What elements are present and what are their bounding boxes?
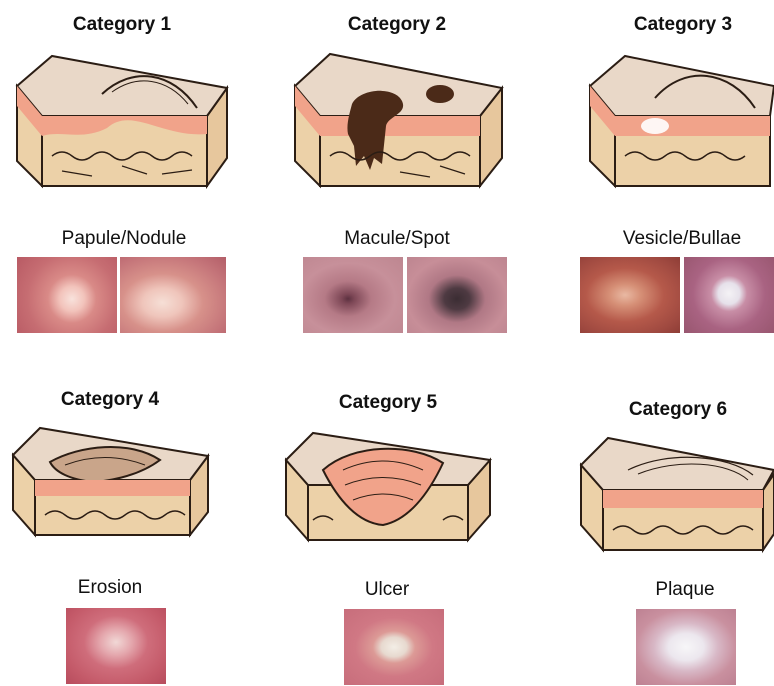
macule-photo-1 [303, 257, 403, 333]
category-4-title: Category 4 [61, 389, 159, 411]
category-2-label: Macule/Spot [344, 228, 450, 250]
erosion-photo [66, 608, 166, 684]
ulcer-photo [344, 609, 444, 685]
category-1-label: Papule/Nodule [62, 228, 187, 250]
macule-photo-2 [407, 257, 507, 333]
macule-spot-skin-diagram [290, 46, 510, 216]
category-5-label: Ulcer [365, 579, 409, 601]
papule-nodule-skin-diagram [12, 46, 237, 216]
ulcer-skin-diagram [283, 425, 493, 565]
category-4-label: Erosion [78, 577, 142, 599]
category-3-label: Vesicle/Bullae [623, 228, 741, 250]
erosion-skin-diagram [10, 420, 210, 560]
plaque-photo [636, 609, 736, 685]
category-6-label: Plaque [655, 579, 714, 601]
category-1-title: Category 1 [73, 14, 171, 36]
category-2-title: Category 2 [348, 14, 446, 36]
vesicle-bullae-skin-diagram [585, 46, 774, 216]
vesicle-photo-1 [580, 257, 680, 333]
category-3-title: Category 3 [634, 14, 732, 36]
plaque-skin-diagram [578, 430, 774, 570]
category-6-title: Category 6 [629, 399, 727, 421]
category-5-title: Category 5 [339, 392, 437, 414]
papule-photo-2 [120, 257, 226, 333]
vesicle-photo-2 [684, 257, 774, 333]
papule-photo-1 [17, 257, 117, 333]
